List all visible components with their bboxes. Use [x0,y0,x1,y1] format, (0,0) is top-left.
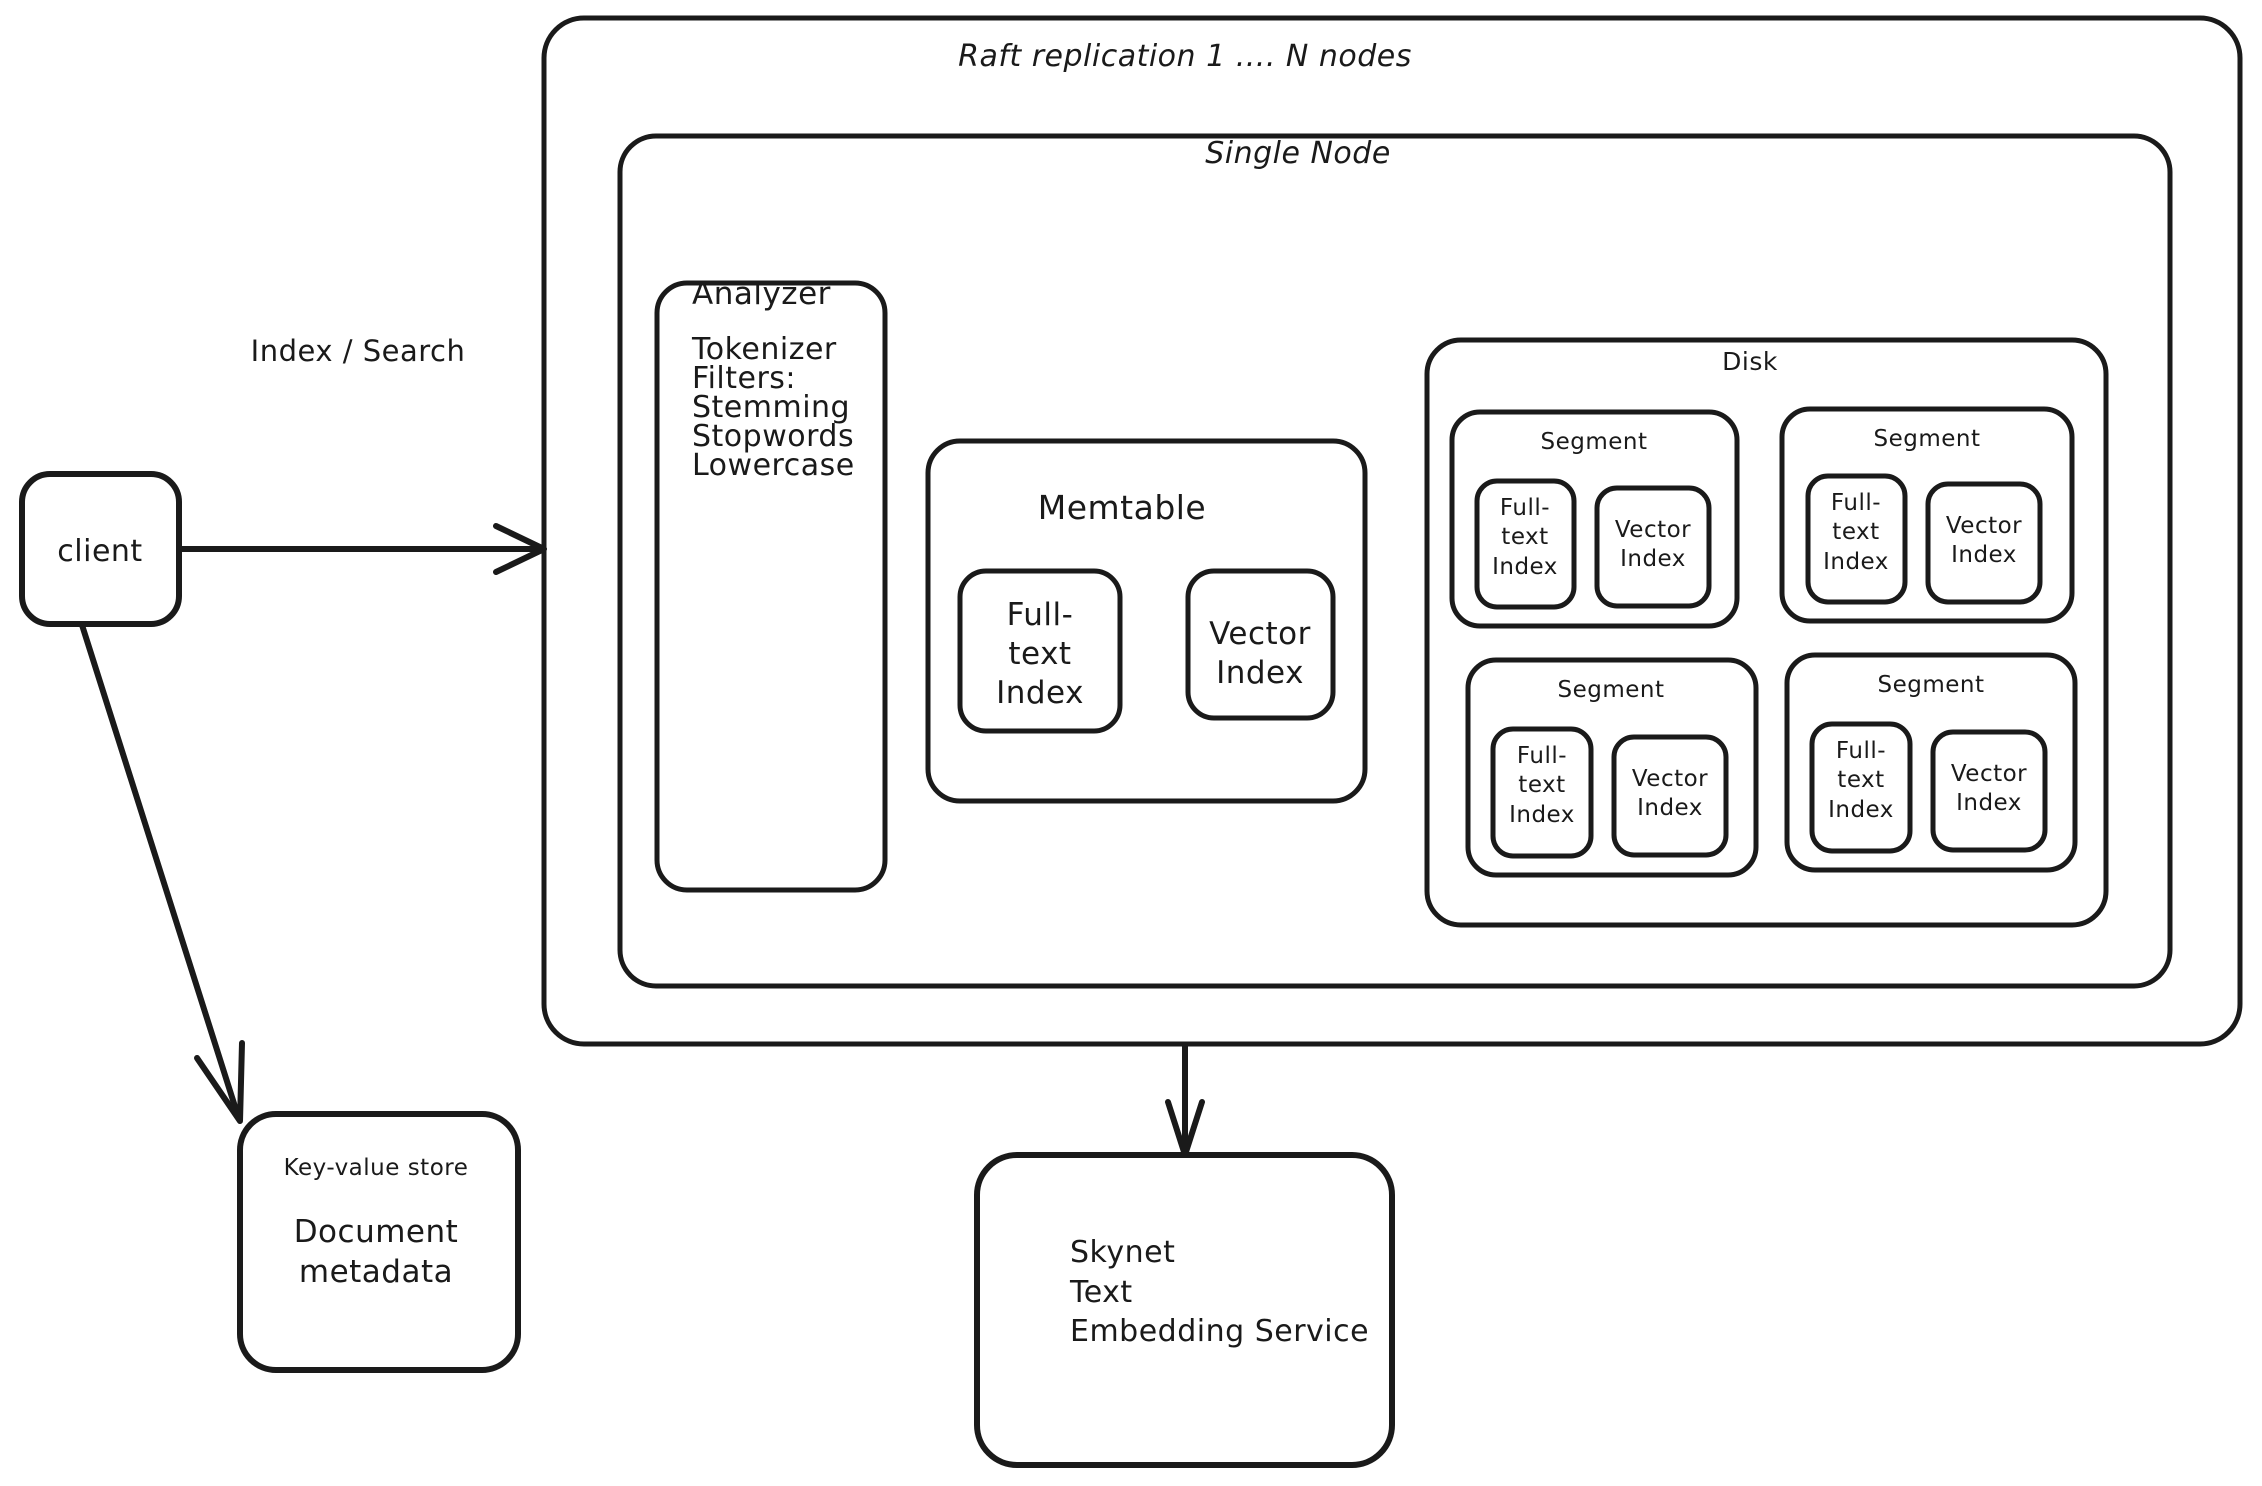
segment-2-fulltext-index-label: Full- text Index [1823,490,1889,575]
segment-3-title: Segment [1557,677,1665,703]
segment-4-outline [1784,652,2078,873]
memtable-fulltext-index-outline [957,568,1123,734]
segment-1-vector-index-label: Vector Index [1614,517,1692,573]
segment-4-title: Segment [1877,672,1985,698]
segment-2-vector-index-outline [1925,481,2043,605]
segment-3-outline [1465,657,1759,878]
analyzer-item-1: Filters: [692,361,797,396]
segment-2-title: Segment [1873,426,1981,452]
single-node-container-outline [617,133,2173,989]
memtable-box-outline [925,438,1368,804]
kv-store-caption: Key-value store [283,1155,469,1181]
arrow-client-to-kv-head [194,1040,245,1124]
segment-2-vector-index-label: Vector Index [1945,513,2023,569]
memtable-fulltext-index-label: Full- text Index [996,597,1084,712]
embedding-service-body: Skynet Text Embedding Service [1070,1235,1370,1350]
segment-4-fulltext-index-outline [1809,721,1913,854]
memtable-title: Memtable [1037,488,1207,527]
memtable-vector-index-outline [1185,568,1336,721]
segment-3-fulltext-index-label: Full- text Index [1509,743,1575,828]
segment-1-fulltext-index-label: Full- text Index [1492,495,1558,580]
segment-1-outline [1449,409,1740,629]
segment-1-fulltext-index-outline [1474,478,1577,610]
single-node-title: Single Node [1205,136,1391,171]
segment-4-fulltext-index-label: Full- text Index [1828,738,1894,823]
segment-3-fulltext-index-outline [1490,726,1594,859]
raft-container-title: Raft replication 1 .... N nodes [958,39,1412,74]
segment-4-vector-index-outline [1930,729,2048,853]
segment-2-fulltext-index-outline [1805,473,1908,605]
disk-title: Disk [1722,347,1778,376]
analyzer-item-2: Stemming [692,390,851,425]
kv-store-body: Document metadata [293,1214,459,1291]
segment-4-vector-index-label: Vector Index [1950,761,2028,817]
segment-3-vector-index-outline [1611,734,1729,858]
segment-1-vector-index-outline [1594,485,1712,609]
analyzer-title: Analyzer [692,276,831,312]
analyzer-box-outline [654,280,888,893]
arrow-client-to-kv-line [79,622,241,1119]
raft-container-outline [541,15,2243,1047]
segment-1-title: Segment [1540,429,1648,455]
client-label: client [57,534,143,569]
segment-2-outline [1779,406,2075,624]
analyzer-item-3: Stopwords [692,419,855,454]
analyzer-item-0: Tokenizer [692,332,837,367]
arrow-node-to-embedding-head [1165,1099,1205,1158]
edge-label-index-search: Index / Search [250,334,466,368]
memtable-vector-index-label: Vector Index [1209,616,1311,692]
analyzer-item-4: Lowercase [692,448,855,483]
disk-box-outline [1424,337,2109,928]
arrow-index-search-head [493,523,547,575]
segment-3-vector-index-label: Vector Index [1631,766,1709,822]
kv-store-box-outline [237,1111,521,1373]
